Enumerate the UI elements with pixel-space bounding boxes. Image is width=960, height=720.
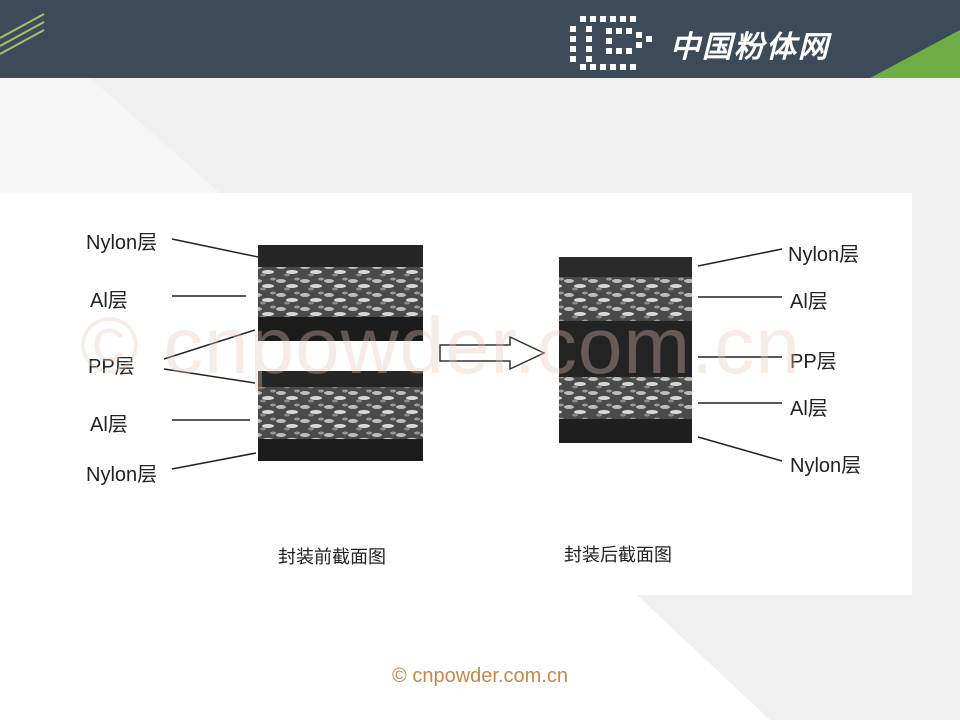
before-bottom-sample (258, 371, 423, 461)
right-hollow-arrow-icon (439, 335, 546, 371)
before-label-al-bottom: Al层 (90, 414, 128, 436)
before-label-pp: PP层 (88, 356, 135, 378)
before-label-nylon-top: Nylon层 (86, 232, 158, 254)
header-bar (0, 0, 960, 78)
footer-copyright: © cnpowder.com.cn (392, 665, 568, 687)
green-corner-accent (870, 30, 960, 78)
brand-name: 中国粉体网 (670, 30, 830, 65)
after-label-al-top: Al层 (790, 291, 828, 313)
decorative-stripes-icon (0, 13, 45, 55)
after-label-nylon-bottom: Nylon层 (790, 455, 862, 477)
before-top-sample (258, 245, 423, 341)
after-sample (559, 257, 692, 443)
before-label-nylon-bottom: Nylon层 (86, 464, 158, 486)
before-caption: 封装前截面图 (278, 547, 386, 568)
cross-section-diagram (163, 238, 783, 470)
watermark-text: © cnpowder.com.cn (80, 301, 801, 390)
after-leader-lines (697, 248, 783, 462)
after-label-nylon-top: Nylon层 (788, 244, 860, 266)
before-label-al-top: Al层 (90, 290, 128, 312)
after-label-al-bottom: Al层 (790, 398, 828, 420)
after-label-pp: PP层 (790, 351, 837, 373)
before-leader-lines (163, 238, 259, 470)
after-caption: 封装后截面图 (564, 545, 672, 566)
figure-card: Nylon层 Al层 PP层 Al层 Nylon层 Nylon层 Al层 PP层… (60, 193, 912, 595)
cp-logo-icon (570, 16, 652, 70)
